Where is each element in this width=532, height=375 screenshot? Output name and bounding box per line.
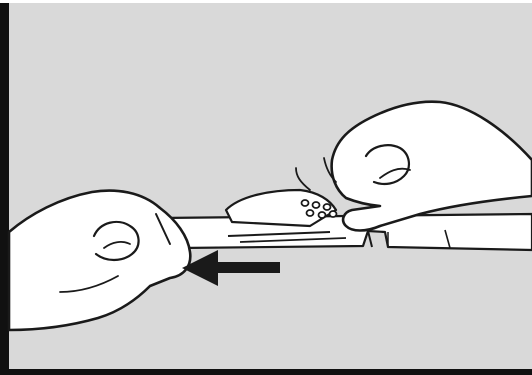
tablet-1 bbox=[302, 200, 309, 206]
tablet-2 bbox=[313, 202, 320, 208]
frame-left-border bbox=[0, 0, 9, 375]
tablet-6 bbox=[330, 211, 337, 217]
frame-bottom-border bbox=[0, 369, 532, 375]
tablet-4 bbox=[307, 210, 314, 216]
tablet-3 bbox=[324, 204, 331, 210]
tablet-5 bbox=[319, 212, 326, 218]
frame-top-border bbox=[0, 0, 532, 3]
